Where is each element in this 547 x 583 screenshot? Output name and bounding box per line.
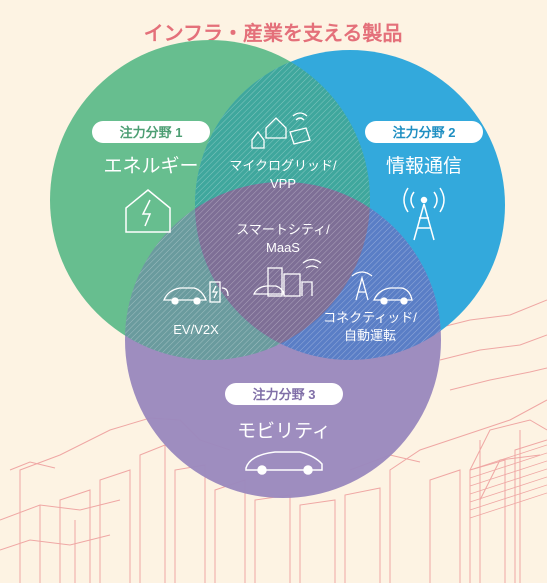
house-power-icon — [125, 189, 171, 233]
mobility-badge-label: 注力分野 3 — [253, 387, 316, 402]
car-icon — [245, 451, 323, 475]
smartcity-label-line1: スマートシティ/ — [236, 222, 330, 237]
energy-badge-label: 注力分野 1 — [120, 125, 183, 140]
radio-tower-icon — [403, 187, 445, 241]
microgrid-label-line2: VPP — [270, 176, 296, 191]
ev-label: EV/V2X — [173, 322, 219, 337]
mobility-badge: 注力分野 3 — [225, 383, 343, 405]
city-illustration — [0, 299, 547, 583]
ev-charging-icon — [163, 281, 229, 305]
smartcity-label-line2: MaaS — [266, 240, 300, 255]
energy-title: エネルギー — [103, 155, 198, 177]
connected-label-line1: コネクティッド/ — [323, 310, 417, 325]
energy-badge: 注力分野 1 — [92, 121, 210, 143]
info-badge-label: 注力分野 2 — [393, 125, 456, 140]
connected-car-icon — [351, 271, 413, 305]
connected-label-line2: 自動運転 — [344, 328, 396, 343]
mobility-title: モビリティ — [237, 420, 331, 442]
smart-city-icon — [252, 258, 322, 297]
diagram-title: インフラ・産業を支える製品 — [144, 21, 403, 45]
house-solar-icon — [251, 112, 311, 149]
info-title: 情報通信 — [386, 155, 462, 177]
city-hatch-field — [469, 444, 547, 519]
microgrid-label-line1: マイクログリッド/ — [229, 158, 337, 173]
info-badge: 注力分野 2 — [365, 121, 483, 143]
